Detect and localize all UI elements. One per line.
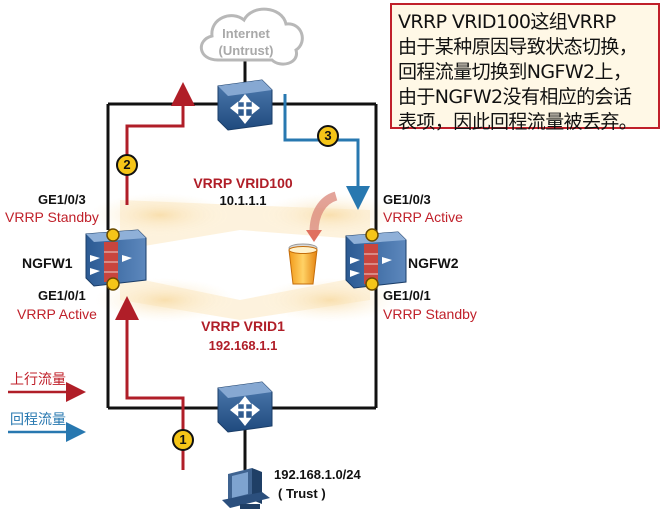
ngfw2-ge101-port [365,277,379,291]
cloud-label-line1: Internet [222,26,270,41]
note-line: 由于NGFW2没有相应的会话 [398,86,632,108]
step-1-badge [172,429,194,451]
ngfw2-ge103-port [365,228,379,242]
discard-bin-icon [288,191,338,285]
vrrp-top-ip: 10.1.1.1 [219,193,267,208]
ngfw2-bottom-port-label: GE1/0/1 [383,288,431,303]
trust-pc-icon [222,468,270,509]
ngfw1-top-state-label: VRRP Standby [5,209,99,225]
ngfw1-name-label: NGFW1 [22,255,73,271]
vrrp-top-name: VRRP VRID100 [193,175,293,191]
step-1-label: 1 [179,432,187,447]
legend-upstream-label: 上行流量 [10,371,66,387]
ngfw1-ge101-port [106,277,120,291]
step-2-label: 2 [123,157,131,172]
ngfw2-top-port-label: GE1/0/3 [383,192,431,207]
step-3-badge [317,125,339,147]
ngfw1-top-port-label: GE1/0/3 [38,192,86,207]
step-badges [116,125,339,451]
top-switch-icon [217,79,273,131]
trust-zone-label: ( Trust ) [278,486,326,501]
network-links [106,60,378,470]
port-markers [106,228,379,291]
internet-cloud-icon [200,7,304,66]
note-line: 由于某种原因导致状态切换， [398,36,638,58]
ngfw2-firewall-icon [345,231,407,289]
legend-return-label: 回程流量 [10,411,66,427]
step-3-label: 3 [324,128,332,143]
explanation-note: VRRP VRID100这组VRRP 由于某种原因导致状态切换， 回程流量切换到… [390,3,660,133]
cloud-label-line2: (Untrust) [218,43,274,58]
note-line: 回程流量切换到NGFW2上， [398,61,632,83]
trust-subnet-label: 192.168.1.0/24 [274,467,361,482]
vrrp-bottom-ip: 192.168.1.1 [208,338,278,353]
ngfw2-bottom-state-label: VRRP Standby [383,306,477,322]
ngfw1-bottom-port-label: GE1/0/1 [38,288,86,303]
note-line: VRRP VRID100这组VRRP [398,11,616,33]
ngfw1-bottom-state-label: VRRP Active [17,306,97,322]
note-line: 表项，因此回程流量被丢弃。 [398,111,638,133]
vrrp-bottom-name: VRRP VRID1 [201,318,285,334]
ngfw1-ge103-port [106,228,120,242]
step-2-badge [116,154,138,176]
legend-arrows [8,382,86,442]
return-flow-path [283,94,370,210]
bottom-switch-icon [217,381,273,433]
ngfw2-name-label: NGFW2 [408,255,459,271]
ngfw1-firewall-icon [85,229,147,287]
ngfw2-top-state-label: VRRP Active [383,209,463,225]
